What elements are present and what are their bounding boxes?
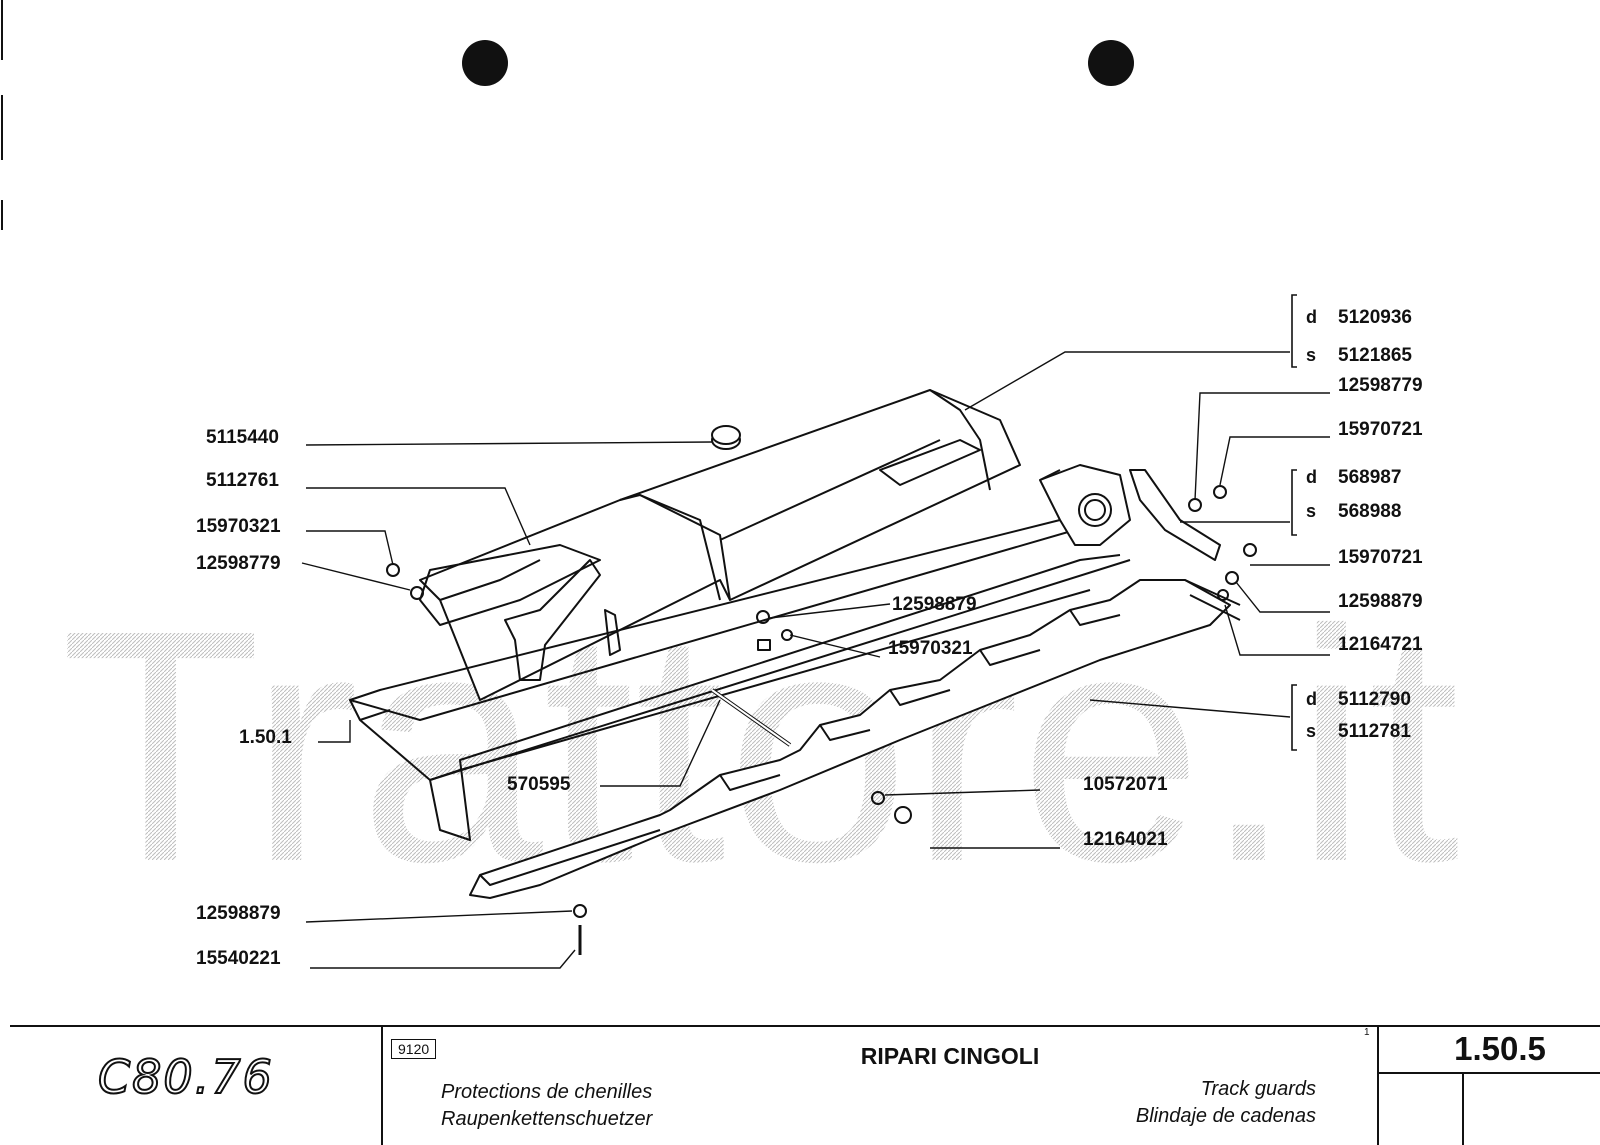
leader-lines	[301, 351, 1330, 969]
label-5120936: 5120936	[1338, 307, 1412, 328]
label-15970721-a: 15970721	[1338, 419, 1423, 440]
label-12164021: 12164021	[1083, 829, 1168, 850]
punch-hole-right	[1088, 40, 1134, 86]
bracket2-d-code: d	[1306, 467, 1317, 487]
label-10572071: 10572071	[1083, 774, 1168, 795]
label-15970321: 15970321	[196, 516, 281, 537]
label-15970721-b: 15970721	[1338, 547, 1423, 568]
model-logo: C80.76	[97, 1049, 274, 1105]
bracket3-s-code: s	[1306, 721, 1316, 741]
label-5112781: 5112781	[1338, 721, 1411, 742]
label-12164721: 12164721	[1338, 634, 1423, 655]
punch-hole-left	[462, 40, 508, 86]
label-5112790: 5112790	[1338, 689, 1411, 710]
bracket1-s-code: s	[1306, 345, 1316, 365]
label-568987: 568987	[1338, 467, 1401, 488]
bracket2-s-code: s	[1306, 501, 1316, 521]
group-brackets	[1291, 294, 1297, 751]
label-5115440: 5115440	[206, 427, 279, 448]
title-french: Protections de chenilles	[441, 1081, 653, 1103]
bracket3-d-code: d	[1306, 689, 1317, 709]
label-15970321-center: 15970321	[888, 638, 973, 659]
catalog-code: 9120	[391, 1039, 437, 1059]
title-italian: RIPARI CINGOLI	[860, 1043, 1040, 1069]
title-german: Raupenkettenschuetzer	[441, 1108, 653, 1130]
title-english: Track guards	[1200, 1078, 1316, 1100]
label-12598779-right: 12598779	[1338, 375, 1423, 396]
label-1-50-1: 1.50.1	[239, 727, 292, 748]
label-12598879-right: 12598879	[1338, 591, 1423, 612]
label-12598879-center: 12598879	[892, 594, 977, 615]
title-block	[0, 1025, 1600, 1145]
label-568988: 568988	[1338, 501, 1401, 522]
track-guard-drawing	[349, 389, 1257, 955]
page-number: 1.50.5	[1454, 1030, 1546, 1067]
label-12598779-left: 12598779	[196, 553, 281, 574]
bracket1-d-code: d	[1306, 307, 1317, 327]
label-570595: 570595	[507, 774, 571, 795]
label-5121865: 5121865	[1338, 345, 1412, 366]
sheet-mark: 1	[1364, 1027, 1370, 1038]
label-5112761: 5112761	[206, 470, 279, 491]
label-15540221: 15540221	[196, 948, 281, 969]
title-spanish: Blindaje de cadenas	[1135, 1105, 1316, 1127]
label-12598879-left: 12598879	[196, 903, 281, 924]
